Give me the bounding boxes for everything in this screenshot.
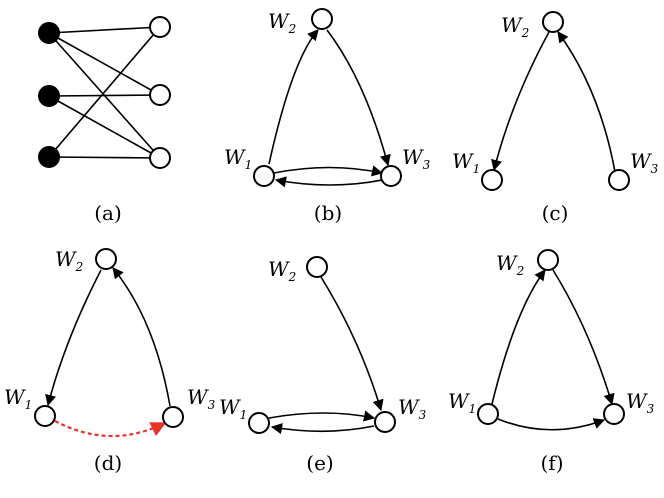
edge-w3-w2: [557, 31, 616, 173]
panel-c: W2 W1 W3 (c): [452, 11, 659, 225]
node-w2: [311, 8, 333, 30]
node-w2: [306, 256, 328, 278]
panel-d: W2 W1 W3 (d): [4, 247, 216, 475]
node-w3: [374, 411, 396, 433]
edge: [48, 32, 161, 96]
open-node: [149, 16, 171, 38]
edge-w1-w3: [497, 418, 606, 431]
label-w3: W3: [630, 149, 659, 176]
node-w3: [162, 406, 184, 428]
label-w1: W1: [224, 145, 252, 172]
panel-b: W2 W1 W3 (b): [224, 8, 431, 225]
label-w2: W2: [268, 9, 296, 36]
node-w3: [380, 165, 402, 187]
edge-w1-w3: [273, 165, 384, 177]
open-node: [149, 84, 171, 106]
edge: [48, 26, 161, 34]
edge: [48, 95, 161, 159]
edge: [48, 156, 161, 159]
edge-w1-w2: [491, 269, 546, 405]
caption-f: (f): [540, 451, 563, 475]
node-w1: [481, 169, 503, 191]
label-w1: W1: [219, 395, 247, 422]
label-w2: W2: [501, 13, 529, 40]
label-w1: W1: [448, 389, 476, 416]
node-w3: [603, 403, 625, 425]
edge-w2-w3: [320, 276, 384, 412]
edge-w3-w2: [112, 267, 171, 407]
label-w2: W2: [496, 251, 524, 278]
caption-a: (a): [94, 201, 122, 225]
node-w1: [253, 165, 275, 187]
panel-f: W2 W1 W3 (f): [448, 249, 655, 475]
filled-node: [38, 85, 60, 107]
node-w2: [542, 11, 564, 33]
dashed-edge-w1-w3: [54, 420, 167, 438]
filled-node: [38, 146, 60, 168]
edge-w1-w2: [268, 29, 319, 165]
label-w1: W1: [4, 385, 32, 412]
edge-w2-w1: [45, 269, 102, 407]
label-w3: W3: [402, 145, 431, 172]
node-w1: [477, 403, 499, 425]
label-w2: W2: [268, 257, 296, 284]
caption-d: (d): [94, 451, 122, 475]
node-w2: [95, 248, 117, 270]
edge-w1-w3: [268, 410, 376, 422]
caption-b: (b): [314, 201, 342, 225]
node-w1: [34, 405, 56, 427]
panel-a: (a): [38, 16, 171, 225]
edge-w2-w1: [491, 31, 550, 172]
edge-w3-w1: [270, 423, 375, 435]
edge-w2-w3: [326, 29, 391, 167]
label-w3: W3: [398, 395, 427, 422]
label-w3: W3: [626, 389, 655, 416]
edge-w2-w3: [552, 269, 615, 406]
filled-node: [38, 22, 60, 44]
caption-e: (e): [306, 451, 333, 475]
node-w3: [608, 169, 630, 191]
label-w1: W1: [452, 149, 480, 176]
label-w3: W3: [187, 385, 216, 412]
caption-c: (c): [542, 201, 569, 225]
edge-w3-w1: [274, 176, 383, 188]
open-node: [149, 147, 171, 169]
label-w2: W2: [55, 247, 83, 274]
node-w2: [537, 249, 559, 271]
panel-e: W2 W1 W3 (e): [219, 256, 427, 475]
node-w1: [248, 412, 270, 434]
edge: [48, 94, 161, 97]
edge: [48, 26, 161, 158]
